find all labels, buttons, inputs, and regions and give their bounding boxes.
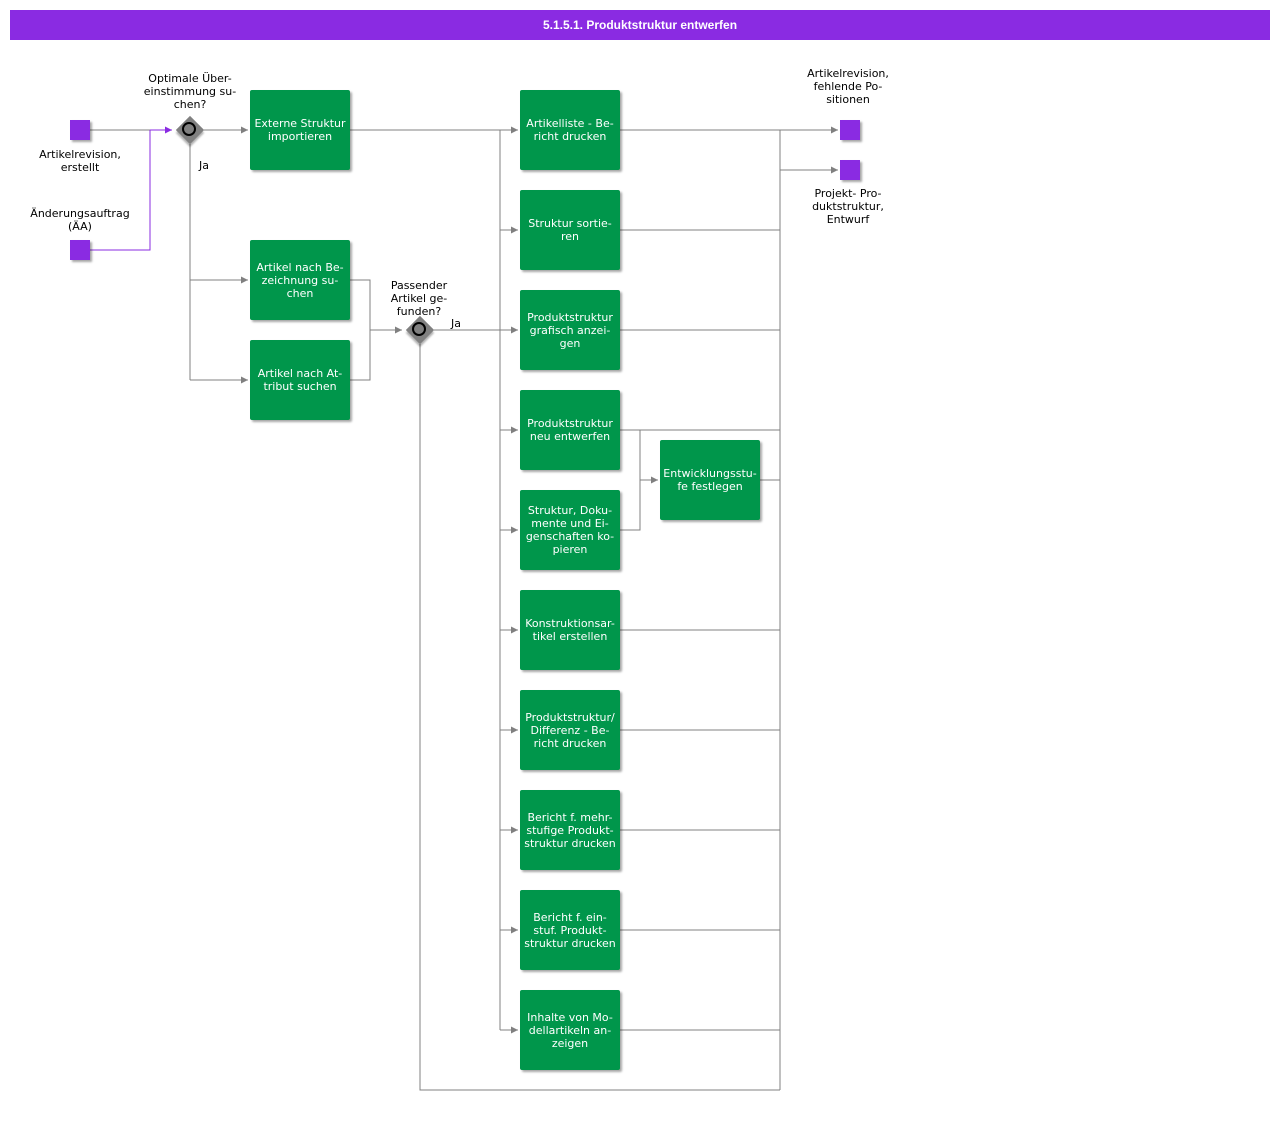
start-event-change-order[interactable] [70, 240, 90, 260]
task-copy-structure-documents[interactable]: Struktur, Doku- mente und Ei- genschafte… [520, 490, 620, 570]
end-event-missing-positions-label: Artikelrevision, fehlende Po- sitionen [807, 67, 889, 106]
task-label: Bericht f. ein- stuf. Produkt- struktur … [524, 910, 616, 950]
end-event-project-structure-label: Projekt- Pro- duktstruktur, Entwurf [812, 187, 884, 226]
flow-search-name-out [350, 279, 371, 381]
gateway-matching-article-question: Passender Artikel ge- funden? [390, 279, 448, 318]
flow-start-change-order [90, 130, 151, 251]
task-label: Artikelliste - Be- richt drucken [526, 117, 614, 143]
task-show-model-article-contents[interactable]: Inhalte von Mo- dellartikeln an- zeigen [520, 990, 620, 1070]
diagram-title: 5.1.5.1. Produktstruktur entwerfen [10, 10, 1270, 40]
gateway-optimal-match-question: Optimale Über- einstimmung su- chen? [143, 72, 237, 111]
task-print-difference-report[interactable]: Produktstruktur/ Differenz - Be- richt d… [520, 690, 620, 770]
task-label: Konstruktionsar- tikel erstellen [525, 617, 615, 643]
task-label: Produktstruktur neu entwerfen [527, 417, 613, 443]
task-label: Struktur sortie- ren [528, 217, 612, 243]
gateway-optimal-match-yes-label: Ja [199, 159, 209, 172]
start-event-revision-label: Artikelrevision, erstellt [39, 148, 121, 174]
task-label: Inhalte von Mo- dellartikeln an- zeigen [527, 1010, 613, 1050]
end-event-project-structure[interactable] [840, 160, 860, 180]
task-label: Struktur, Doku- mente und Ei- genschafte… [525, 504, 615, 556]
task-search-article-by-name[interactable]: Artikel nach Be- zeichnung su- chen [250, 240, 350, 320]
start-event-revision[interactable] [70, 120, 90, 140]
task-set-development-stage[interactable]: Entwicklungsstu- fe festlegen [660, 440, 760, 520]
task-show-structure-graphically[interactable]: Produktstruktur grafisch anzei- gen [520, 290, 620, 370]
task-design-new-structure[interactable]: Produktstruktur neu entwerfen [520, 390, 620, 470]
start-event-change-order-label: Änderungsauftrag (ÄA) [30, 207, 130, 233]
task-print-singlelevel-report[interactable]: Bericht f. ein- stuf. Produkt- struktur … [520, 890, 620, 970]
task-label: Entwicklungsstu- fe festlegen [663, 467, 757, 493]
task-print-article-list[interactable]: Artikelliste - Be- richt drucken [520, 90, 620, 170]
task-label: Externe Struktur importieren [254, 117, 346, 143]
task-sort-structure[interactable]: Struktur sortie- ren [520, 190, 620, 270]
gateway-circle-icon [412, 322, 426, 336]
task-label: Artikel nach At- tribut suchen [257, 367, 343, 393]
task-label: Bericht f. mehr- stufige Produkt- strukt… [524, 810, 616, 850]
task-search-article-by-attribute[interactable]: Artikel nach At- tribut suchen [250, 340, 350, 420]
task-import-external-structure[interactable]: Externe Struktur importieren [250, 90, 350, 170]
gateway-circle-icon [182, 122, 196, 136]
task-label: Produktstruktur grafisch anzei- gen [527, 310, 613, 350]
task-print-multilevel-report[interactable]: Bericht f. mehr- stufige Produkt- strukt… [520, 790, 620, 870]
flow-gw2-no [419, 344, 780, 1091]
end-event-missing-positions[interactable] [840, 120, 860, 140]
gateway-matching-article-yes-label: Ja [451, 317, 461, 330]
task-label: Artikel nach Be- zeichnung su- chen [256, 260, 344, 300]
task-label: Produktstruktur/ Differenz - Be- richt d… [525, 710, 615, 750]
task-create-design-article[interactable]: Konstruktionsar- tikel erstellen [520, 590, 620, 670]
